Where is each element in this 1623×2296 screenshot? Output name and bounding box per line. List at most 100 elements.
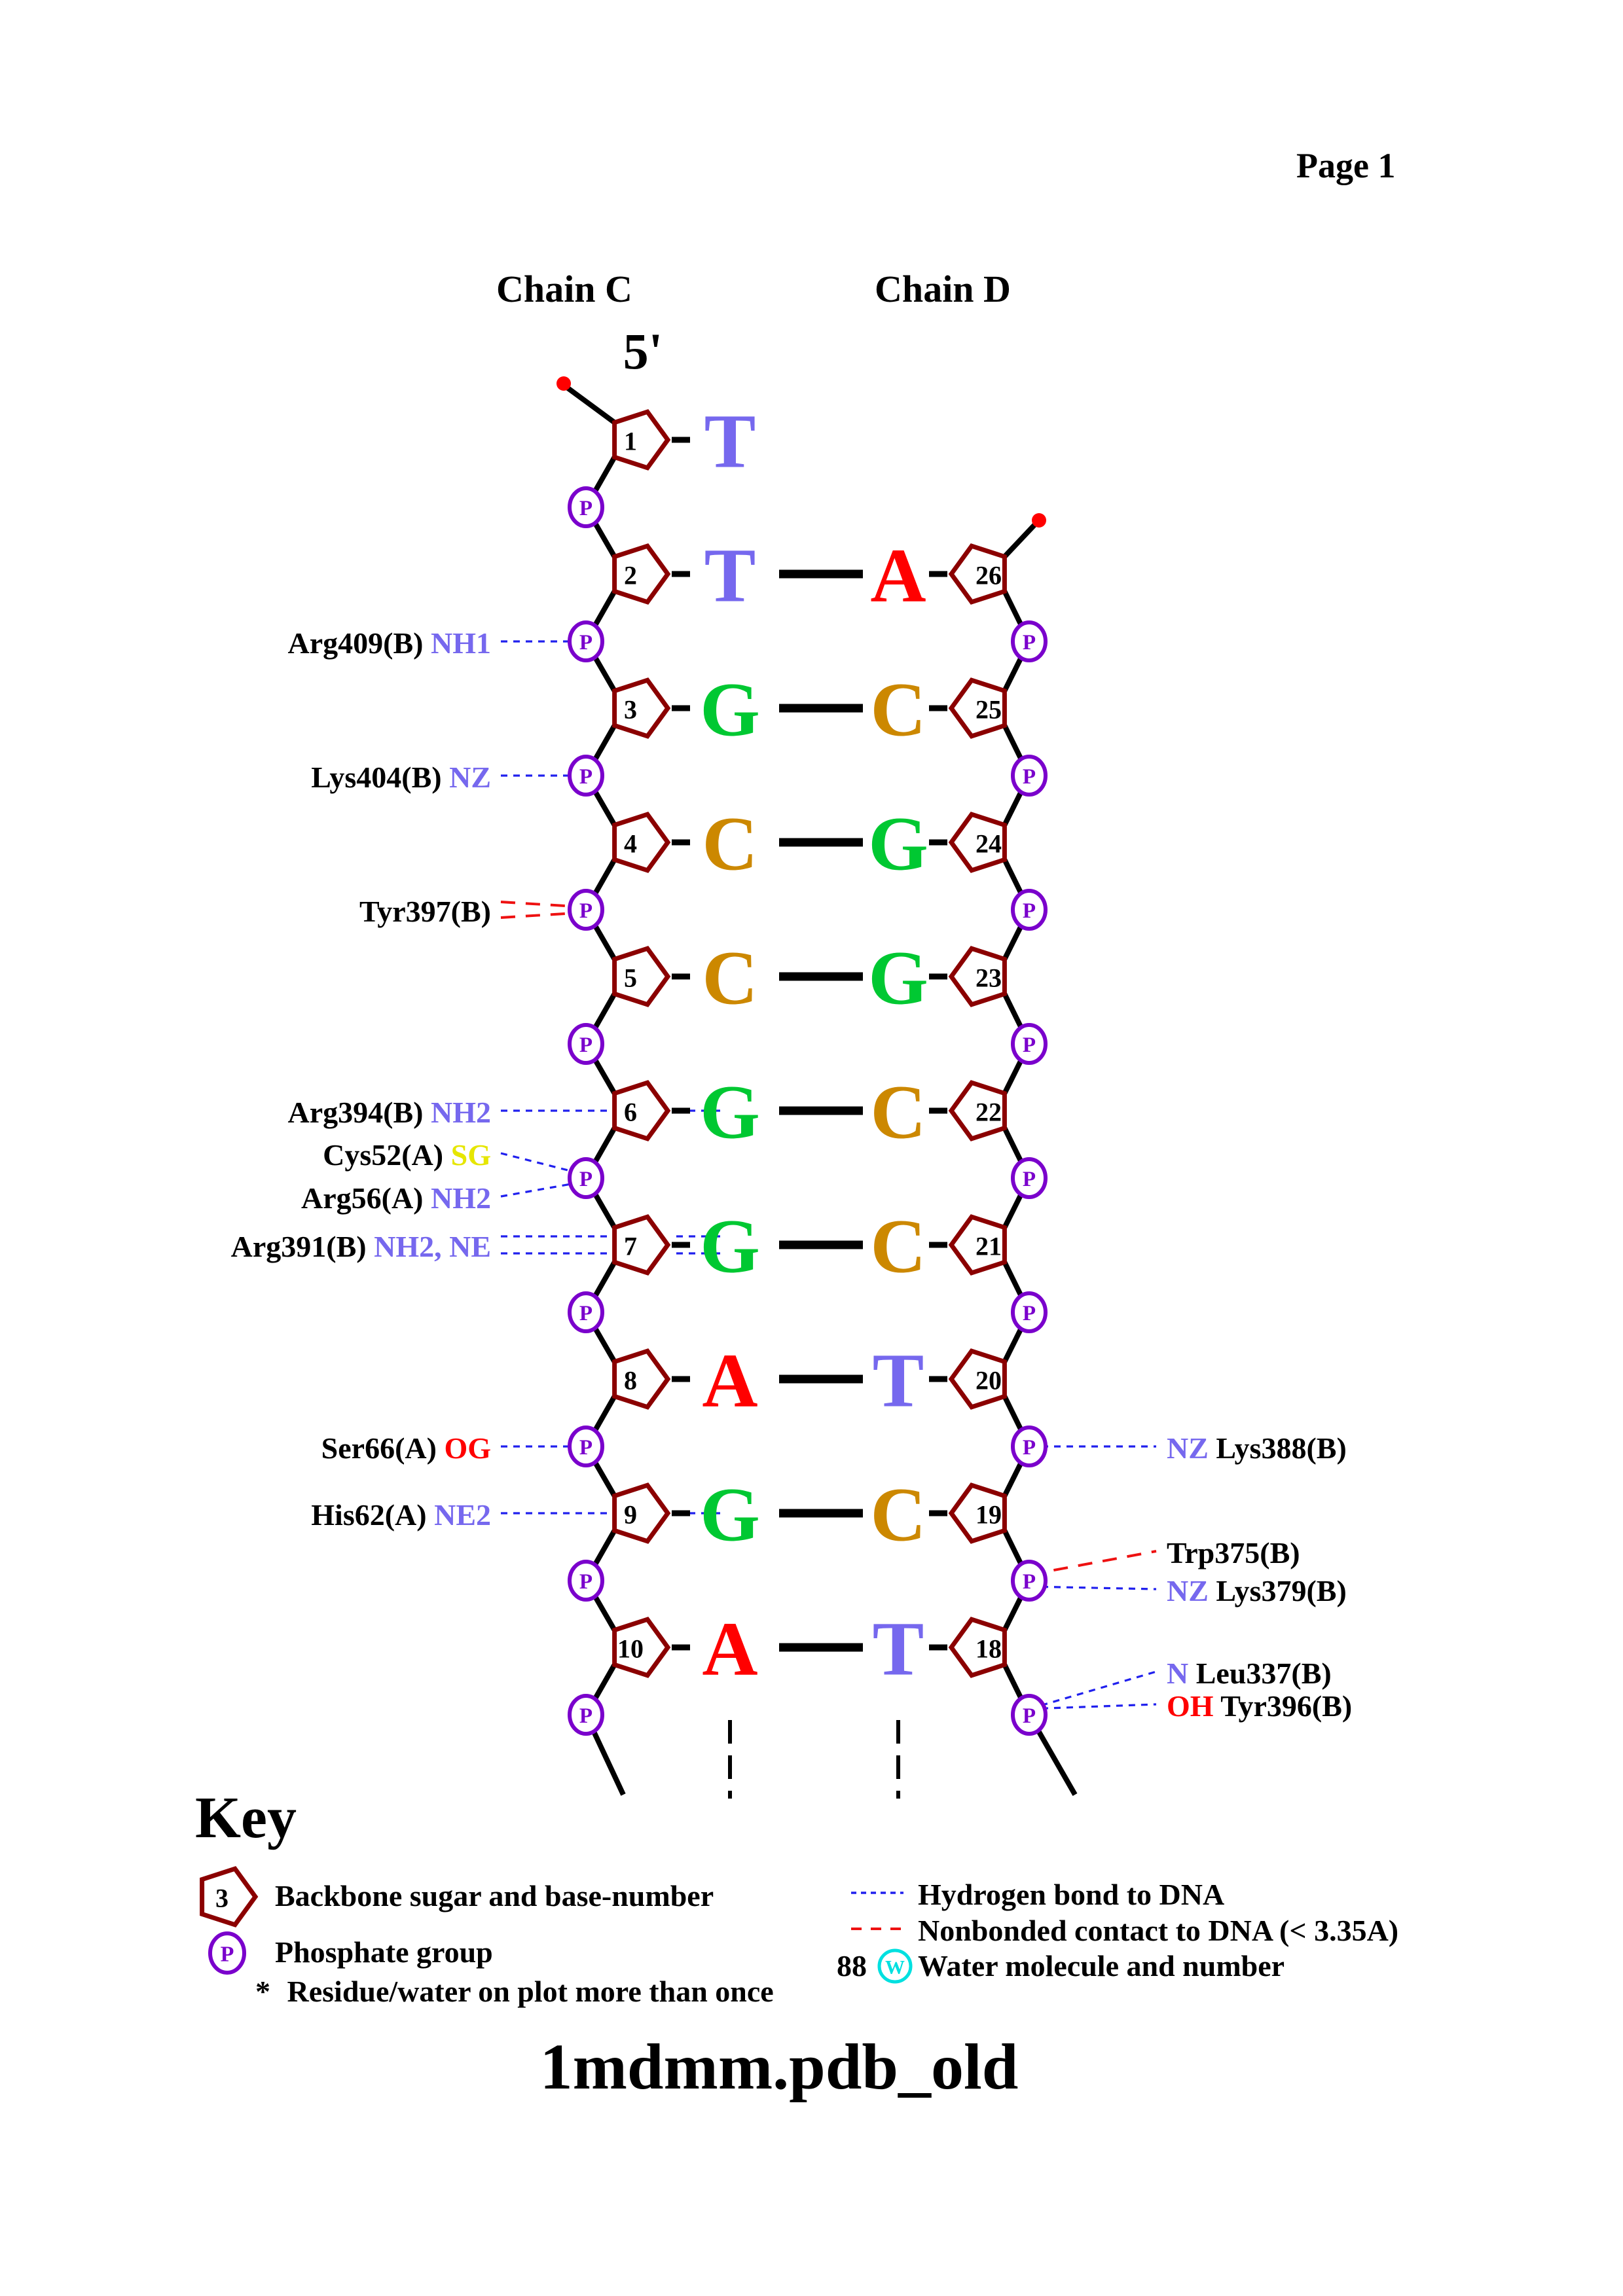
- phosphate-letter: P: [1023, 1570, 1036, 1594]
- sugar-20: [948, 1348, 1007, 1410]
- sugar-24: [948, 812, 1007, 873]
- sugar-number-21: 21: [976, 1232, 1002, 1261]
- phosphate-letter: P: [1023, 899, 1036, 923]
- sugar-key-label: Backbone sugar and base-number: [275, 1879, 714, 1912]
- sugar-number-8: 8: [624, 1366, 637, 1395]
- phosphate-letter: P: [579, 1436, 593, 1460]
- nonbonded-key-label: Nonbonded contact to DNA (< 3.35A): [918, 1914, 1399, 1947]
- phosphate-letter: P: [579, 1168, 593, 1191]
- contact-label-left: Tyr397(B): [359, 895, 491, 928]
- base-A26: A: [870, 533, 926, 619]
- contact-label-left: Lys404(B) NZ: [311, 761, 491, 794]
- phosphate-icon: [568, 1426, 604, 1467]
- contact-label-right: N Leu337(B): [1167, 1657, 1332, 1690]
- chain-c-end-dot: [556, 376, 571, 391]
- contact-label-left: Arg56(A) NH2: [301, 1181, 491, 1215]
- contact-label-left: Ser66(A) OG: [321, 1431, 491, 1465]
- sugar-pentagon-shape: [200, 1866, 259, 1928]
- water-key-icon: W: [877, 1948, 913, 1984]
- plot-title: 1mdmm.pdb_old: [539, 2030, 1019, 2103]
- sugar-number-25: 25: [976, 695, 1002, 725]
- sugar-number-4: 4: [624, 829, 637, 859]
- sugar-19: [948, 1482, 1007, 1544]
- contact-label-left: Arg391(B) NH2, NE: [231, 1230, 491, 1263]
- base-G6: G: [700, 1069, 760, 1155]
- sugar-3: [612, 677, 671, 739]
- base-G7: G: [700, 1204, 760, 1289]
- phosphate-letter: P: [1023, 1302, 1036, 1325]
- sugar-key-icon: 3: [200, 1866, 259, 1928]
- sugar-1: [612, 409, 671, 471]
- contact-label-left: Cys52(A) SG: [323, 1138, 491, 1172]
- phosphate-letter: P: [579, 899, 593, 923]
- sugar-23: [948, 946, 1007, 1007]
- base-T2: T: [704, 533, 756, 619]
- chain-d-label: Chain D: [875, 268, 1011, 310]
- sugar-6: [612, 1080, 671, 1141]
- hydrogen-bond-line: [1029, 1585, 1157, 1590]
- five-prime-label: 5': [623, 323, 663, 380]
- five-prime-end-stroke: [565, 385, 616, 425]
- phosphate-icon: [568, 1694, 604, 1736]
- phosphate-icon: [568, 1157, 604, 1199]
- chain-c-label: Chain C: [496, 268, 632, 310]
- water-key-label: Water molecule and number: [918, 1949, 1285, 1982]
- base-A10: A: [702, 1606, 757, 1692]
- phosphate-icon: [1011, 1291, 1048, 1333]
- base-A8: A: [702, 1338, 757, 1424]
- phosphate-icon: [1011, 1426, 1048, 1467]
- nonbonded-contact-line: [1029, 1550, 1157, 1576]
- sugar-number-2: 2: [624, 561, 637, 590]
- phosphate-key-letter: P: [221, 1943, 234, 1967]
- sugar-number-20: 20: [976, 1366, 1002, 1395]
- phosphate-letter: P: [579, 1570, 593, 1594]
- phosphate-letter: P: [1023, 1168, 1036, 1191]
- base-T1: T: [704, 399, 756, 484]
- sugar-25: [948, 677, 1007, 739]
- phosphate-icon: [568, 755, 604, 797]
- sugar-number-22: 22: [976, 1098, 1002, 1127]
- phosphate-icon: [568, 889, 604, 931]
- water-circle-shape: [877, 1948, 913, 1984]
- sugar-number-26: 26: [976, 561, 1002, 590]
- sugar-22: [948, 1080, 1007, 1141]
- phosphate-letter: P: [1023, 1704, 1036, 1728]
- asterisk-symbol: *: [255, 1975, 270, 2008]
- base-C22: C: [870, 1069, 926, 1155]
- sugar-number-18: 18: [976, 1634, 1002, 1664]
- sugar-number-5: 5: [624, 963, 637, 993]
- hydrogen-bond-line: [500, 1180, 587, 1198]
- hydrogen-bond-line: [1029, 1703, 1157, 1710]
- phosphate-letter: P: [579, 1704, 593, 1728]
- asterisk-key-label: Residue/water on plot more than once: [287, 1975, 774, 2008]
- sugar-26: [948, 543, 1007, 605]
- sugar-number-23: 23: [976, 963, 1002, 993]
- sugar-5: [612, 946, 671, 1007]
- phosphate-letter: P: [579, 1033, 593, 1057]
- sugar-number-10: 10: [617, 1634, 644, 1664]
- hbond-key-icon: [851, 1892, 903, 1894]
- hbond-key-label: Hydrogen bond to DNA: [918, 1878, 1225, 1911]
- phosphate-icon: [1011, 620, 1048, 662]
- sugar-number-1: 1: [624, 427, 637, 456]
- base-C19: C: [870, 1472, 926, 1558]
- phosphate-icon: [1011, 1023, 1048, 1065]
- nonbonded-contact-line: [500, 911, 587, 919]
- phosphate-letter: P: [1023, 1033, 1036, 1057]
- base-G3: G: [700, 667, 760, 753]
- base-T20: T: [873, 1338, 924, 1424]
- contact-label-right: OH Tyr396(B): [1167, 1689, 1352, 1723]
- base-C4: C: [702, 801, 757, 887]
- nonbonded-contact-line: [500, 901, 587, 908]
- contact-label-left: Arg409(B) NH1: [288, 626, 491, 660]
- phosphate-icon: [568, 1291, 604, 1333]
- phosphate-icon: [1011, 755, 1048, 797]
- phosphate-letter: P: [579, 631, 593, 655]
- phosphate-key-icon: P: [208, 1931, 246, 1975]
- key-heading: Key: [195, 1785, 297, 1850]
- contact-label-right: Trp375(B): [1167, 1536, 1300, 1570]
- phosphate-letter: P: [579, 1302, 593, 1325]
- contact-label-left: Arg394(B) NH2: [288, 1096, 491, 1129]
- sugar-4: [612, 812, 671, 873]
- base-G23: G: [868, 935, 928, 1021]
